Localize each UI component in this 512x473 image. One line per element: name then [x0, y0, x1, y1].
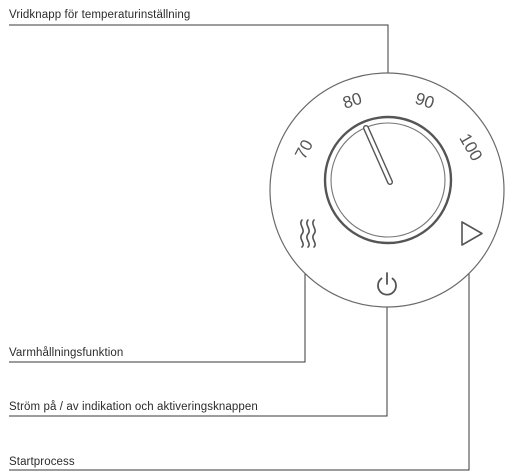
- start-button[interactable]: [461, 221, 483, 246]
- label-power: Ström på / av indikation och aktiverings…: [9, 401, 258, 413]
- leader-line-keep-warm: [9, 248, 306, 363]
- play-triangle-icon: [461, 221, 483, 246]
- scale-80: 80: [340, 89, 364, 113]
- label-start: Startprocess: [9, 456, 75, 468]
- heat-waves-icon: [300, 219, 316, 248]
- scale-90: 90: [413, 89, 437, 113]
- keep-warm-button[interactable]: [300, 219, 316, 248]
- leader-line-start: [9, 255, 470, 471]
- label-temperature-dial: Vridknapp för temperaturinställning: [9, 9, 191, 21]
- label-keep-warm: Varmhållningsfunktion: [9, 347, 124, 359]
- power-button[interactable]: [377, 272, 397, 296]
- leader-line-power: [9, 303, 388, 417]
- temperature-dial[interactable]: [323, 115, 453, 245]
- dial-pointer-fill: [364, 126, 392, 184]
- power-icon: [377, 272, 397, 296]
